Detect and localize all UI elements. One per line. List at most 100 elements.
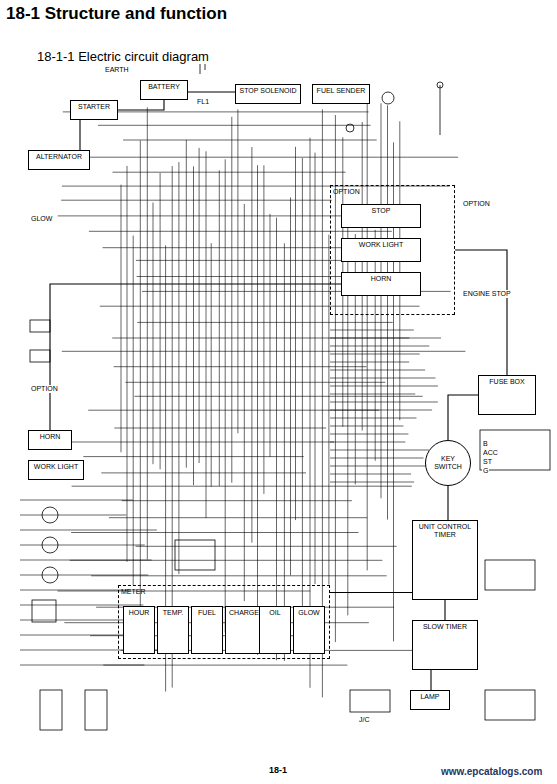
connector-block [32, 600, 56, 622]
wire [83, 456, 303, 457]
meter-cluster: METERHOURTEMP.FUELCHARGEOILGLOW [118, 585, 330, 659]
wire [347, 208, 348, 615]
page-number: 18-1 [268, 766, 288, 776]
sender-box: FUEL SENDER [312, 84, 370, 104]
wire-mesh [20, 98, 465, 697]
wire [330, 402, 438, 403]
wire [330, 394, 415, 395]
lamp-box: LAMP [410, 690, 450, 710]
component-box: STARTER [70, 100, 118, 120]
wire [211, 243, 212, 487]
wire [330, 426, 403, 427]
node-label: TEMP. [163, 609, 184, 617]
horn-box: HORN [28, 430, 72, 450]
relay-box: STOP [341, 204, 421, 228]
wire [122, 500, 352, 501]
wire [330, 482, 414, 483]
wire [20, 545, 145, 546]
wire [20, 620, 125, 621]
terminal-table [480, 430, 550, 470]
sender-symbol [382, 92, 394, 104]
wire-connector [330, 592, 412, 593]
node-label: OIL [269, 609, 280, 617]
gauge-box: TEMP. [157, 606, 189, 654]
terminal-table [485, 690, 535, 720]
wire [367, 98, 368, 570]
wire [125, 382, 385, 383]
wire [20, 590, 131, 591]
node-label: WORK LIGHT [34, 463, 78, 471]
wire [330, 346, 429, 347]
wire [302, 158, 303, 612]
wire-connector [188, 92, 235, 93]
wire [330, 418, 416, 419]
wire [206, 151, 207, 518]
wire [112, 338, 441, 339]
wire [244, 204, 245, 601]
wire [114, 366, 367, 367]
wire [270, 214, 271, 457]
wire [58, 591, 311, 592]
component-symbols [30, 60, 550, 730]
gauge-box: OIL [259, 606, 291, 654]
gauge-symbol [42, 507, 58, 523]
wire-connector [445, 600, 446, 620]
wire [85, 157, 458, 158]
node-label: STOP [372, 207, 391, 215]
wire [101, 472, 306, 473]
node-label: FUEL [198, 609, 216, 617]
wire [20, 530, 157, 531]
key-switch: KEY SWITCH [425, 440, 471, 486]
wire [153, 203, 154, 465]
wire [160, 173, 161, 469]
relay-symbol [175, 540, 215, 570]
wire [387, 105, 388, 519]
light-box: WORK LIGHT [28, 460, 84, 480]
wire [114, 428, 326, 429]
node-label: STOP SOLENOID [240, 87, 297, 95]
wire [20, 500, 133, 501]
relay-box: HORN [341, 272, 421, 296]
switch-knob [437, 82, 443, 88]
connector-block [85, 690, 107, 730]
wire [71, 532, 358, 533]
wire [127, 166, 128, 562]
wire [330, 442, 405, 443]
node-label: METER [121, 588, 146, 596]
wire [103, 247, 372, 248]
pin-name: G [482, 467, 489, 475]
wire [330, 458, 424, 459]
solenoid-box: STOP SOLENOID [235, 84, 301, 104]
battery-plate [205, 64, 206, 70]
battery-box: BATTERY [140, 80, 188, 100]
switch-symbol [30, 350, 50, 362]
pin-name: ACC [482, 449, 499, 457]
wire [178, 162, 179, 574]
wire [193, 166, 194, 485]
lamp-symbol [350, 690, 390, 712]
wire [70, 442, 334, 443]
component-box: ALTERNATOR [28, 150, 90, 170]
wire-connector [455, 250, 507, 375]
timer-box: SLOW TIMER [412, 620, 478, 670]
terminal-table [485, 560, 535, 590]
wire [263, 165, 264, 494]
timer-box: UNIT CONTROL TIMER [412, 520, 478, 600]
wire [251, 147, 252, 543]
node-label: WORK LIGHT [359, 241, 403, 249]
wire [399, 121, 400, 420]
gauge-symbol [42, 567, 58, 583]
wire [330, 410, 432, 411]
section-heading: 18-1-1 Electric circuit diagram [36, 50, 210, 64]
wire-connector [118, 100, 164, 110]
wire [147, 107, 148, 559]
node-label: BATTERY [148, 83, 180, 91]
switch-stem [440, 85, 441, 135]
node-label: LAMP [420, 693, 439, 701]
side-note: OPTION [462, 200, 491, 208]
wire [109, 517, 367, 518]
wire-connector [448, 486, 449, 520]
node-label: OPTION [333, 188, 360, 196]
node-label: CHARGE [229, 609, 259, 617]
wire [137, 322, 392, 323]
